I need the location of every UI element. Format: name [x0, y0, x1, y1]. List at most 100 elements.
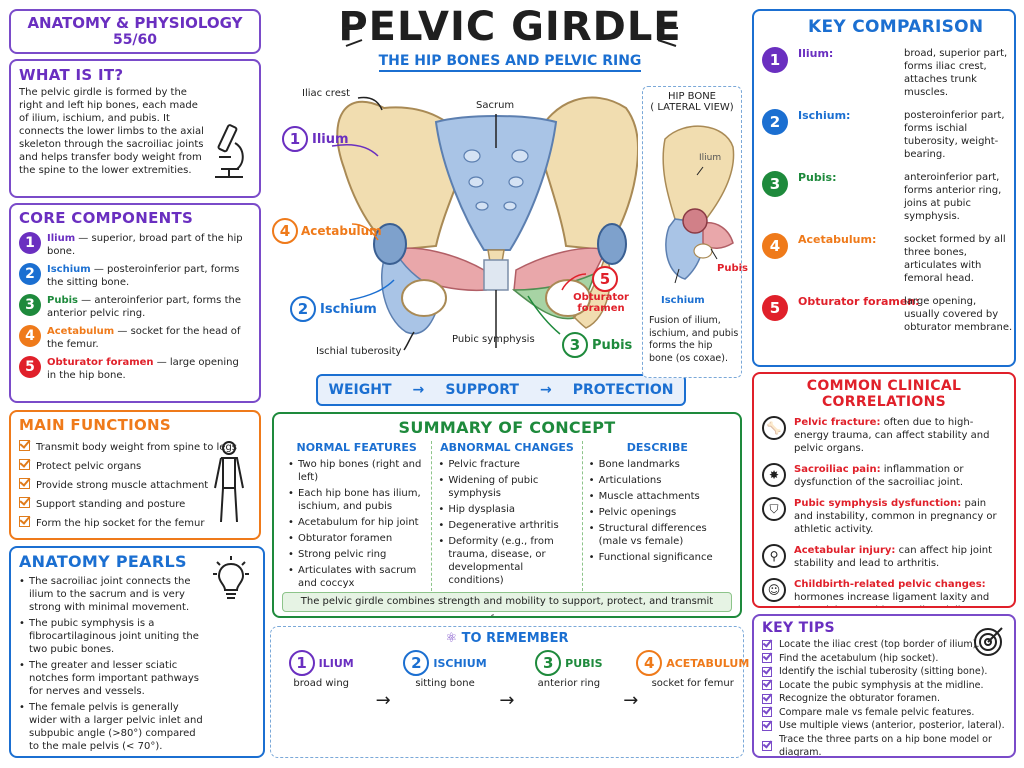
tip-item: Compare male vs female pelvic features.	[762, 706, 1006, 720]
lateral-label-pubis: Pubis	[717, 263, 748, 274]
checkbox-icon	[19, 440, 30, 451]
remember-header: ⚛ TO REMEMBER	[271, 631, 743, 646]
summary-item: Articulates with sacrum and coccyx	[288, 564, 425, 590]
core-item-name: Acetabulum	[47, 326, 115, 337]
clinical-item-text: Pubic symphysis dysfunction: pain and in…	[794, 497, 1006, 536]
core-item-desc: — posteroinferior part, forms the sittin…	[47, 264, 240, 288]
summary-item: Strong pelvic ring	[288, 548, 425, 561]
core-item-number: 4	[19, 325, 41, 347]
clinical-item-desc: can affect hip joint stability and lead …	[794, 545, 993, 569]
function-item-text: Form the hip socket for the femur	[36, 518, 205, 529]
tip-item: Trace the three parts on a hip bone mode…	[762, 733, 1006, 756]
label-pubis-number: 3	[562, 332, 588, 358]
core-item-text: Obturator foramen — large opening in the…	[47, 356, 251, 382]
function-item-text: Support standing and posture	[36, 499, 186, 510]
microscope-icon	[215, 124, 244, 178]
pearl-item: The sacroiliac joint connects the ilium …	[19, 575, 205, 614]
title-sparkle-left	[344, 11, 363, 47]
summary-column-list: Bone landmarksArticulationsMuscle attach…	[589, 458, 726, 564]
flow-support: SUPPORT	[445, 382, 519, 398]
core-item-name: Ilium	[47, 233, 76, 244]
lateral-view-panel: HIP BONE ( LATERAL VIEW) Ilium Pubis Isc…	[642, 86, 748, 378]
label-acetabulum: 4 Acetabulum	[272, 218, 382, 244]
summary-footer: The pelvic girdle combines strength and …	[282, 592, 732, 616]
comparison-item-number: 1	[762, 47, 788, 73]
joint-pain-icon: ✸	[762, 463, 786, 487]
summary-item: Structural differences (male vs female)	[589, 522, 726, 548]
label-ilium-number: 1	[282, 126, 308, 152]
summary-column: NORMAL FEATURESTwo hip bones (right and …	[282, 441, 431, 591]
page-subtitle: THE HIP BONES AND PELVIC RING	[378, 53, 642, 72]
main-functions-panel: MAIN FUNCTIONS Transmit body weight from…	[9, 410, 261, 540]
comparison-item-desc: socket formed by all three bones, articu…	[904, 234, 1006, 284]
remember-item-name: ACETABULUM	[666, 656, 750, 670]
key-tips-list: Locate the iliac crest (top border of il…	[762, 638, 1006, 756]
core-item-number: 2	[19, 263, 41, 285]
clinical-item-desc: pain and instability, common in pregnanc…	[794, 498, 997, 535]
lateral-subtitle: ( LATERAL VIEW)	[650, 102, 734, 113]
clinical-item-desc: often due to high-energy trauma, can aff…	[794, 417, 990, 454]
remember-item-number: 1	[288, 650, 315, 676]
remember-item-name: ILIUM	[318, 656, 354, 670]
clinical-item-text: Sacroiliac pain: inflammation or dysfunc…	[794, 463, 1006, 489]
comparison-item-desc: posteroinferior part, forms ischial tube…	[904, 110, 1005, 160]
hip-joint-icon: ⚲	[762, 544, 786, 568]
checkbox-icon	[19, 478, 30, 489]
summary-item: Obturator foramen	[288, 532, 425, 545]
remember-item-name: ISCHIUM	[433, 656, 487, 670]
label-ischial-tuberosity: Ischial tuberosity	[316, 346, 402, 357]
core-item-number: 3	[19, 294, 41, 316]
human-figure-icon	[214, 441, 244, 523]
pelvis-icon: ⛉	[762, 497, 786, 521]
pelvis-illustration	[331, 96, 638, 351]
clinical-title: COMMON CLINICAL CORRELATIONS	[806, 378, 962, 410]
page-title: PELVIC GIRDLE	[338, 4, 682, 50]
summary-item: Degenerative arthritis	[438, 519, 575, 532]
comparison-item-number: 2	[762, 109, 788, 135]
clinical-item-desc: inflammation or dysfunction of the sacro…	[794, 464, 964, 488]
core-components-title: CORE COMPONENTS	[19, 209, 194, 227]
checkbox-icon	[762, 666, 772, 677]
summary-title: SUMMARY OF CONCEPT	[398, 418, 616, 437]
summary-column-list: Pelvic fractureWidening of pubic symphys…	[438, 458, 575, 587]
function-item-text: Protect pelvic organs	[36, 461, 142, 472]
key-tips-title: KEY TIPS	[762, 620, 835, 636]
tip-item-text: Locate the pubic symphysis at the midlin…	[779, 679, 984, 691]
core-item-text: Ilium — superior, broad part of the hip …	[47, 232, 251, 258]
anatomy-pearls-panel: ANATOMY PEARLS The sacroiliac joint conn…	[9, 546, 265, 758]
remember-arrow: →	[623, 690, 639, 711]
clinical-item-text: Acetabular injury: can affect hip joint …	[794, 544, 1006, 570]
label-sacrum: Sacrum	[476, 100, 515, 111]
comparison-item-name: Obturator foramen:	[798, 295, 920, 308]
core-item-desc: — superior, broad part of the hip bone.	[47, 233, 243, 257]
pearl-item: The female pelvis is generally wider wit…	[19, 701, 205, 753]
core-item-text: Acetabulum — socket for the head of the …	[47, 325, 251, 351]
lateral-label-ischium: Ischium	[661, 295, 705, 306]
clinical-item: ✸ Sacroiliac pain: inflammation or dysfun…	[762, 463, 1006, 489]
comparison-item-number: 4	[762, 233, 788, 259]
core-item: 4 Acetabulum — socket for the head of the…	[19, 325, 251, 351]
checkbox-icon	[762, 707, 772, 718]
flow-arrow-1: →	[412, 382, 425, 398]
lightbulb-icon	[213, 556, 249, 599]
function-item-text: Provide strong muscle attachment	[36, 480, 209, 491]
function-item: Transmit body weight from spine to legs	[19, 438, 251, 457]
remember-item-caption: anterior ring	[537, 678, 601, 689]
checkbox-icon	[19, 459, 30, 470]
function-item: Support standing and posture	[19, 495, 251, 514]
comparison-item-desc: broad, superior part, forms iliac crest,…	[904, 48, 1008, 98]
clinical-item-name: Childbirth-related pelvic changes:	[794, 579, 986, 590]
key-tips-panel: KEY TIPS Locate the iliac crest (top bor…	[752, 614, 1016, 758]
comparison-item-name: Acetabulum:	[798, 233, 877, 246]
